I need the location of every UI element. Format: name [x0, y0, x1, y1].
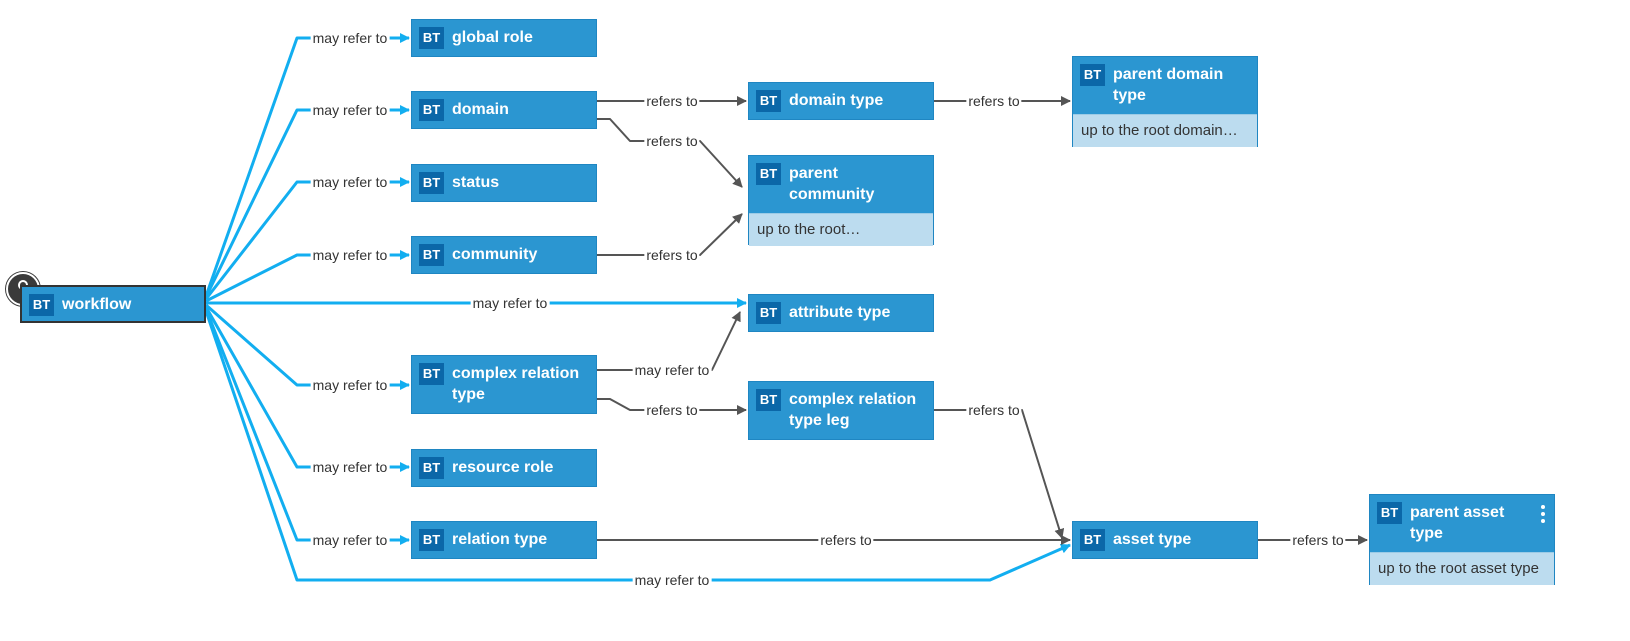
node-relation-type[interactable]: BT relation type	[411, 521, 597, 559]
business-term-badge: BT	[29, 294, 54, 316]
node-parent-domain-type[interactable]: BT parent domain type up to the root doma…	[1072, 56, 1258, 147]
node-sublabel: up to the root asset type	[1370, 552, 1554, 585]
edge-label: refers to	[966, 402, 1022, 418]
edge-label: may refer to	[310, 532, 390, 548]
node-label: domain	[452, 101, 509, 118]
node-label: workflow	[62, 296, 132, 313]
node-label: global role	[452, 29, 533, 46]
node-domain-type[interactable]: BT domain type	[748, 82, 934, 120]
node-label: resource role	[452, 459, 554, 476]
node-label: relation type	[452, 531, 548, 548]
node-label: parent asset type	[1410, 504, 1505, 542]
edge-label: may refer to	[310, 459, 390, 475]
node-sublabel: up to the root…	[749, 213, 933, 246]
edge-label: refers to	[818, 532, 874, 548]
edge-label: refers to	[644, 247, 700, 263]
business-term-badge: BT	[419, 172, 444, 194]
node-label: status	[452, 174, 500, 191]
edge-label: may refer to	[310, 174, 390, 190]
edge-label: refers to	[1290, 532, 1346, 548]
business-term-badge: BT	[419, 363, 444, 385]
edge-label: may refer to	[310, 30, 390, 46]
edge-workflow-to-relation-type	[204, 308, 410, 545]
business-term-badge: BT	[1080, 529, 1105, 551]
edge-label: may refer to	[470, 295, 550, 311]
edge-label: refers to	[644, 133, 700, 149]
edge-workflow-to-domain	[204, 105, 410, 298]
edge-label: may refer to	[310, 377, 390, 393]
node-complex-relation-type[interactable]: BT complex relation type	[411, 355, 597, 414]
business-term-badge: BT	[756, 389, 781, 411]
edge-label: refers to	[644, 402, 700, 418]
node-complex-relation-type-leg[interactable]: BT complex relation type leg	[748, 381, 934, 440]
node-parent-asset-type[interactable]: BT parent asset type up to the root asset…	[1369, 494, 1555, 585]
kebab-menu-icon[interactable]	[1538, 503, 1548, 525]
edge-label: may refer to	[310, 102, 390, 118]
business-term-badge: BT	[1377, 502, 1402, 524]
business-term-badge: BT	[419, 27, 444, 49]
business-term-badge: BT	[756, 163, 781, 185]
business-term-badge: BT	[756, 302, 781, 324]
edge-label: refers to	[644, 93, 700, 109]
node-label: community	[452, 246, 538, 263]
business-term-badge: BT	[419, 457, 444, 479]
edge-community-to-parent-community	[597, 213, 743, 256]
node-domain[interactable]: BT domain	[411, 91, 597, 129]
node-label: complex relation type	[452, 365, 580, 403]
business-term-badge: BT	[419, 244, 444, 266]
edge-domain-to-parent-community	[597, 118, 743, 188]
node-status[interactable]: BT status	[411, 164, 597, 202]
edge-label: may refer to	[632, 572, 712, 588]
node-label: parent community	[789, 165, 875, 203]
node-label: parent domain type	[1113, 66, 1224, 104]
node-label: asset type	[1113, 531, 1192, 548]
business-term-badge: BT	[756, 90, 781, 112]
node-workflow[interactable]: BT workflow	[20, 285, 206, 323]
node-global-role[interactable]: BT global role	[411, 19, 597, 57]
edge-label: may refer to	[632, 362, 712, 378]
node-community[interactable]: BT community	[411, 236, 597, 274]
node-sublabel: up to the root domain…	[1073, 114, 1257, 147]
node-label: attribute type	[789, 304, 891, 321]
edge-workflow-to-complex-relation-type	[205, 303, 410, 390]
business-term-badge: BT	[419, 529, 444, 551]
node-asset-type[interactable]: BT asset type	[1072, 521, 1258, 559]
business-term-badge: BT	[419, 99, 444, 121]
edge-complex-relation-type-leg-to-asset-type	[934, 409, 1065, 539]
edge-label: refers to	[966, 93, 1022, 109]
edge-label: may refer to	[310, 247, 390, 263]
node-label: complex relation type leg	[789, 391, 917, 429]
node-resource-role[interactable]: BT resource role	[411, 449, 597, 487]
business-term-badge: BT	[1080, 64, 1105, 86]
node-label: domain type	[789, 92, 884, 109]
edge-workflow-to-status	[204, 177, 410, 300]
node-attribute-type[interactable]: BT attribute type	[748, 294, 934, 332]
node-parent-community[interactable]: BT parent community up to the root…	[748, 155, 934, 246]
